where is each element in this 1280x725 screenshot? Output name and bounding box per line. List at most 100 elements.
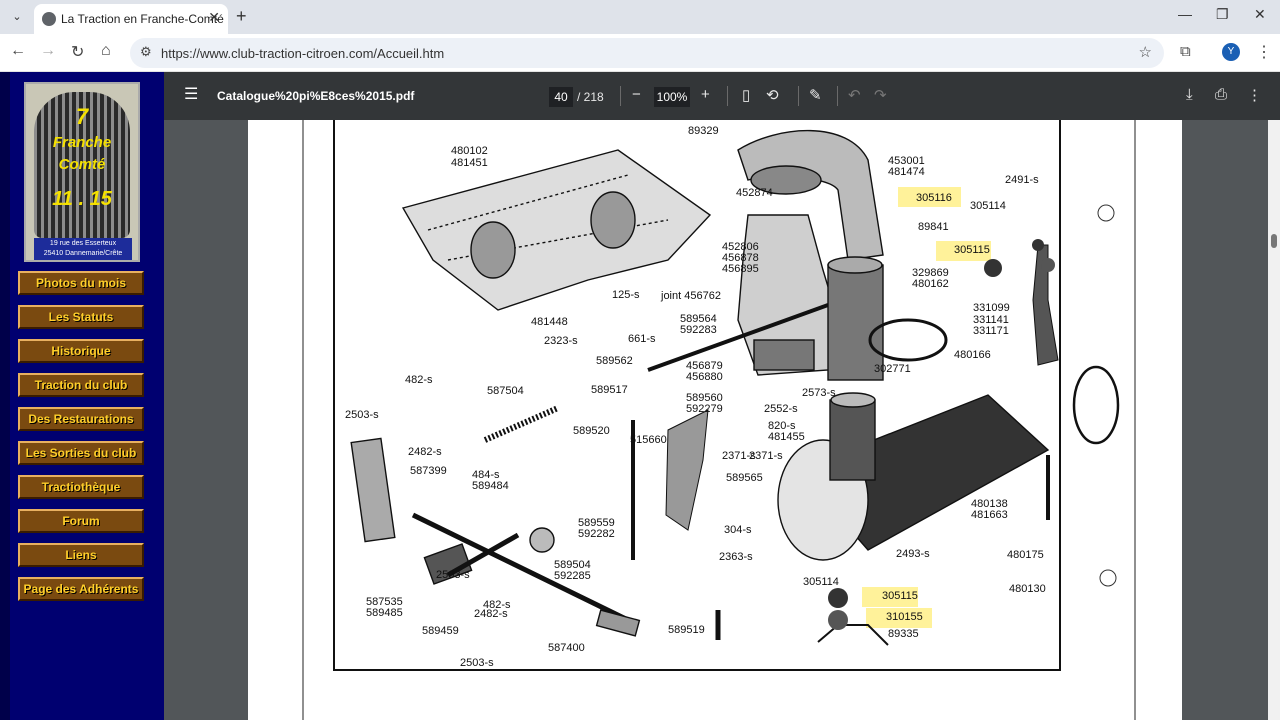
globe-icon <box>42 12 56 26</box>
nut-drawing <box>1041 258 1055 272</box>
part-number-label: 329869 <box>912 267 949 279</box>
menu-forum[interactable]: Forum <box>18 509 144 533</box>
divider <box>837 86 838 106</box>
home-icon[interactable]: ⌂ <box>101 42 111 59</box>
highlight-mark <box>862 587 918 607</box>
new-tab-icon[interactable]: + <box>236 6 247 26</box>
part-number-label: 302771 <box>874 363 911 375</box>
part-number-label: 589519 <box>668 624 705 636</box>
air-elbow-drawing <box>737 129 884 261</box>
scroll-marker <box>1099 569 1117 587</box>
menu-historique[interactable]: Historique <box>18 339 144 363</box>
part-number-label: 482-s <box>483 599 511 611</box>
logo-number-11-15: 11 . 15 <box>52 188 112 210</box>
address-line1: 19 rue des Esserteux <box>49 240 117 247</box>
part-number-label: 480138 <box>971 498 1008 510</box>
logo-line1: Franche <box>52 134 112 151</box>
part-number-label: 2573-s <box>802 387 836 399</box>
nut-drawing <box>1032 239 1044 251</box>
zoom-level-input[interactable]: 100% <box>654 87 690 107</box>
part-number-label: 305116 <box>916 192 952 204</box>
menu-traction-du-club[interactable]: Traction du club <box>18 373 144 397</box>
menu-liens[interactable]: Liens <box>18 543 144 567</box>
air-filter-drawing <box>777 392 1050 561</box>
menu-des-restaurations[interactable]: Des Restaurations <box>18 407 144 431</box>
part-number-label: 89335 <box>888 628 919 640</box>
part-number-label: 592285 <box>554 570 591 582</box>
part-number-label: 661-s <box>628 333 656 345</box>
part-number-label: 456878 <box>722 252 759 264</box>
menu-les-sorties[interactable]: Les Sorties du club <box>18 441 144 465</box>
close-window-icon[interactable]: ✕ <box>1254 6 1266 22</box>
menu-photos-du-mois[interactable]: Photos du mois <box>18 271 144 295</box>
address-bar[interactable]: ⚙ https://www.club-traction-citroen.com/… <box>130 38 1164 68</box>
part-number-label: 456879 <box>686 360 723 372</box>
part-number-label: 480162 <box>912 278 949 290</box>
highlight-mark <box>936 241 991 261</box>
part-number-label: 515660 <box>630 434 667 446</box>
bookmark-star-icon[interactable]: ☆ <box>1138 44 1152 61</box>
part-number-label: 481474 <box>888 166 925 178</box>
profile-avatar[interactable]: Y <box>1222 43 1240 61</box>
restore-icon[interactable]: ❐ <box>1216 6 1229 22</box>
page-number-input[interactable]: 40 <box>549 87 573 107</box>
close-tab-icon[interactable]: ✕ <box>208 9 220 25</box>
part-number-label: 587535 <box>366 596 403 608</box>
part-number-label: 456895 <box>722 263 759 275</box>
scrollbar-thumb[interactable] <box>1271 234 1277 248</box>
reload-icon[interactable]: ↻ <box>71 44 85 61</box>
tab-title: La Traction en Franche-Comté <box>61 12 224 26</box>
part-number-label: 2503-s <box>460 657 494 669</box>
part-number-label: 480166 <box>954 349 991 361</box>
part-number-label: 481451 <box>451 157 488 169</box>
part-number-label: 481448 <box>531 316 568 328</box>
minimize-icon[interactable]: — <box>1178 6 1192 22</box>
menu-les-statuts[interactable]: Les Statuts <box>18 305 144 329</box>
filter-cover-drawing <box>1072 365 1120 445</box>
zoom-out-icon[interactable]: − <box>632 86 641 103</box>
redo-icon[interactable]: ↷ <box>874 87 887 104</box>
zoom-in-icon[interactable]: + <box>701 86 710 103</box>
url-text[interactable]: https://www.club-traction-citroen.com/Ac… <box>161 46 445 61</box>
sidebar-menu-icon[interactable]: ☰ <box>184 86 199 103</box>
sleeve-drawing <box>827 256 884 381</box>
menu-page-adherents[interactable]: Page des Adhérents <box>18 577 144 601</box>
fit-page-icon[interactable]: ▯ <box>742 87 751 104</box>
part-number-label: 2363-s <box>719 551 753 563</box>
divider <box>798 86 799 106</box>
part-number-label: 305114 <box>803 576 839 588</box>
more-options-icon[interactable]: ⋮ <box>1247 87 1262 104</box>
browser-menu-icon[interactable]: ⋮ <box>1256 44 1272 61</box>
part-number-label: joint 456762 <box>660 290 721 302</box>
mount-drawing <box>817 624 889 646</box>
part-number-label: 2503-s <box>345 409 379 421</box>
part-number-label: 587504 <box>487 385 524 397</box>
part-number-label: 481663 <box>971 509 1008 521</box>
forward-icon[interactable]: → <box>40 42 56 59</box>
browser-toolbar: ← → ↻ ⌂ ⚙ https://www.club-traction-citr… <box>0 34 1280 72</box>
tab-search-icon[interactable]: ⌄ <box>12 11 22 23</box>
nut-drawing <box>984 259 1002 277</box>
part-number-label: 305114 <box>970 200 1006 212</box>
browser-tab[interactable]: La Traction en Franche-Comté ✕ <box>34 4 228 34</box>
pdf-scrollbar[interactable] <box>1268 120 1280 720</box>
spring-drawing <box>483 405 560 443</box>
menu-tractiotheque[interactable]: Tractiothèque <box>18 475 144 499</box>
pdf-filename: Catalogue%20pi%E8ces%2015.pdf <box>217 89 415 103</box>
extensions-icon[interactable]: ⧉ <box>1180 43 1191 60</box>
site-info-icon[interactable]: ⚙ <box>140 44 152 59</box>
back-icon[interactable]: ← <box>10 42 26 59</box>
annotate-icon[interactable]: ✎ <box>809 87 822 104</box>
undo-icon[interactable]: ↶ <box>848 87 861 104</box>
print-icon[interactable]: ⎙ <box>1215 86 1228 103</box>
carburettor-drawing <box>647 214 839 376</box>
part-number-label: 589559 <box>578 517 615 529</box>
rotate-icon[interactable]: ⟲ <box>766 87 779 104</box>
part-number-label: 2493-s <box>896 548 930 560</box>
bush-drawing <box>828 610 848 630</box>
download-icon[interactable]: ⤓ <box>1186 86 1193 103</box>
club-logo[interactable]: 7 Franche Comté 11 . 15 19 rue des Esser… <box>24 82 140 262</box>
part-number-label: 456880 <box>686 371 723 383</box>
part-number-label: 592282 <box>578 528 615 540</box>
